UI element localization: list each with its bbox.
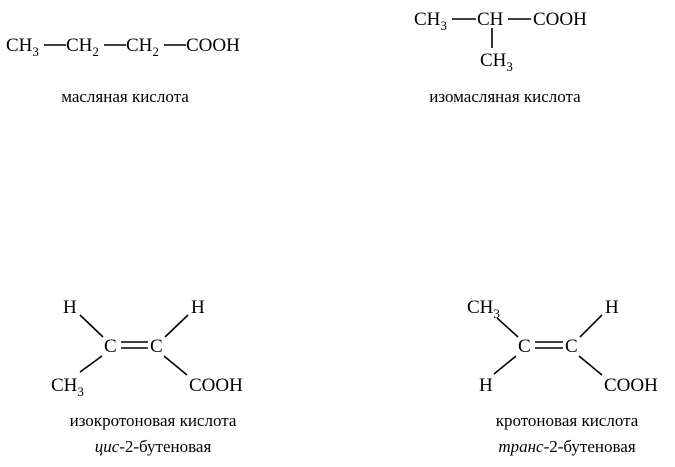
crotonic-acid-structure: CH3 H C C H COOH кротоновая кислота тран… [467,297,658,456]
isocrotonic-cooh-group: COOH [189,375,243,396]
butyric-ch3-group: CH3 [6,35,39,59]
crotonic-bond-h-right [579,314,603,338]
isobutyric-ch-group: CH [477,9,504,30]
isocrotonic-bond-h-right [164,314,189,338]
crotonic-bond-cooh [578,355,603,376]
crotonic-systematic-name: транс-2-бутеновая [498,437,636,456]
butyric-ch2-group-2: CH2 [126,35,159,59]
isobutyric-acid-structure: CH3 CH COOH CH3 изомасляная кислота [414,9,587,106]
isocrotonic-carbon-right: C [150,336,163,357]
crotonic-carbon-left: C [518,336,531,357]
crotonic-bond-h-left [493,355,517,375]
isocrotonic-systematic-name: цис-2-бутеновая [95,437,212,456]
butyric-ch2-group-1: CH2 [66,35,99,59]
isobutyric-acid-name: изомасляная кислота [429,87,581,106]
isocrotonic-bond-h-left [79,314,104,338]
isocrotonic-acid-structure: H H C C CH3 COOH изокротоновая кислота ц… [51,297,243,456]
butyric-cooh-group: COOH [186,35,240,56]
crotonic-h-right: H [605,297,619,318]
crotonic-bond-methyl [496,317,519,338]
crotonic-acid-name: кротоновая кислота [496,411,639,430]
isocrotonic-h-right: H [191,297,205,318]
isocrotonic-bond-cooh [163,355,188,376]
butyric-acid-name: масляная кислота [61,87,189,106]
crotonic-carbon-right: C [565,336,578,357]
crotonic-methyl-group: CH3 [467,297,500,321]
crotonic-h-left: H [479,375,493,396]
isobutyric-ch3-group: CH3 [414,9,447,33]
crotonic-cooh-group: COOH [604,375,658,396]
isocrotonic-h-left: H [63,297,77,318]
isocrotonic-acid-name: изокротоновая кислота [70,411,237,430]
butyric-acid-structure: CH3 CH2 CH2 COOH масляная кислота [6,35,240,106]
isocrotonic-carbon-left: C [104,336,117,357]
isocrotonic-bond-methyl [79,355,103,373]
isobutyric-branch-ch3: CH3 [480,50,513,74]
isobutyric-cooh-group: COOH [533,9,587,30]
isocrotonic-methyl-group: CH3 [51,375,84,399]
